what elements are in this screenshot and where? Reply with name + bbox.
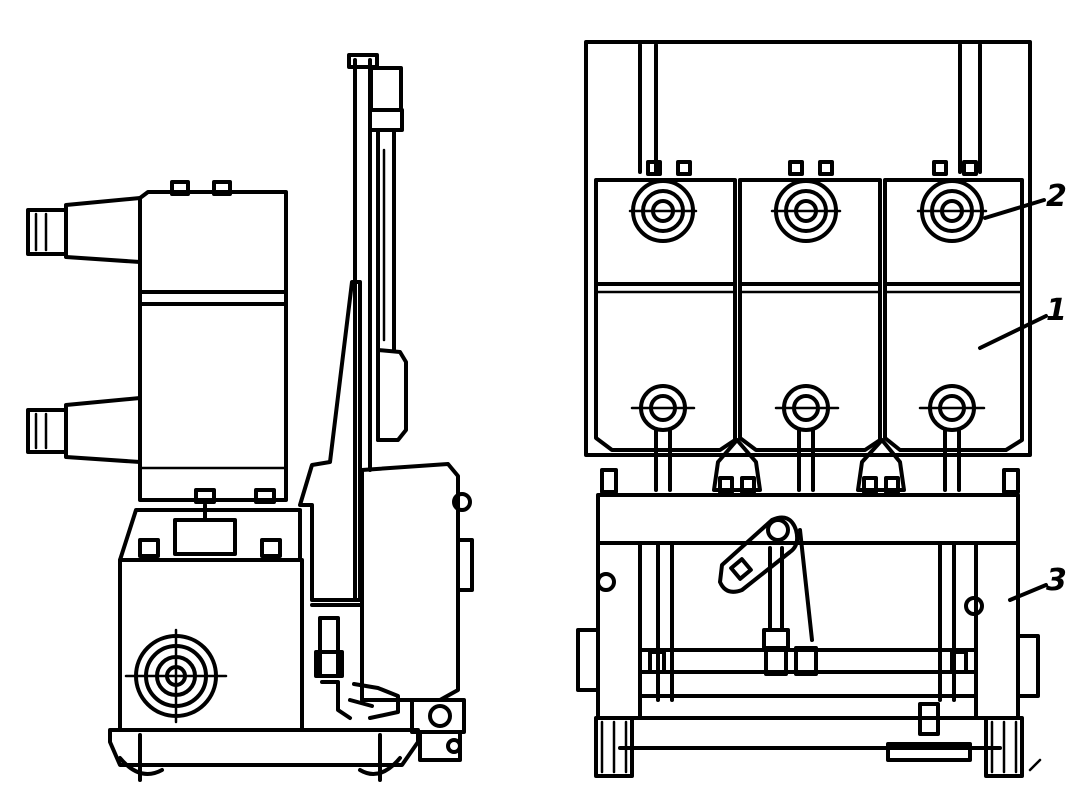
pole-housing-side xyxy=(138,180,288,504)
callout-label-3: 3 xyxy=(1046,563,1067,598)
spring-drive-wheel xyxy=(124,628,228,724)
operating-mechanism-box xyxy=(310,462,474,720)
mechanism-frame-side xyxy=(298,53,408,602)
chassis-box-side xyxy=(118,503,304,732)
back-panel xyxy=(584,40,1032,457)
callout-label-1: 1 xyxy=(1046,293,1067,328)
insulator-clamps xyxy=(600,438,1020,494)
base-carriage-side xyxy=(108,698,466,782)
lower-terminal-bushing xyxy=(26,396,142,464)
pole-housing-middle xyxy=(738,160,882,492)
side-view xyxy=(26,53,474,782)
operating-lever xyxy=(718,515,818,676)
pole-housing-left xyxy=(594,160,737,492)
callout-leaders xyxy=(978,198,1048,602)
upper-terminal-bushing xyxy=(26,196,142,264)
callout-label-2: 2 xyxy=(1046,179,1067,214)
pole-housing-right xyxy=(883,160,1024,492)
front-view: 2 1 3 xyxy=(576,40,1067,778)
base-carriage-front xyxy=(594,702,1042,778)
